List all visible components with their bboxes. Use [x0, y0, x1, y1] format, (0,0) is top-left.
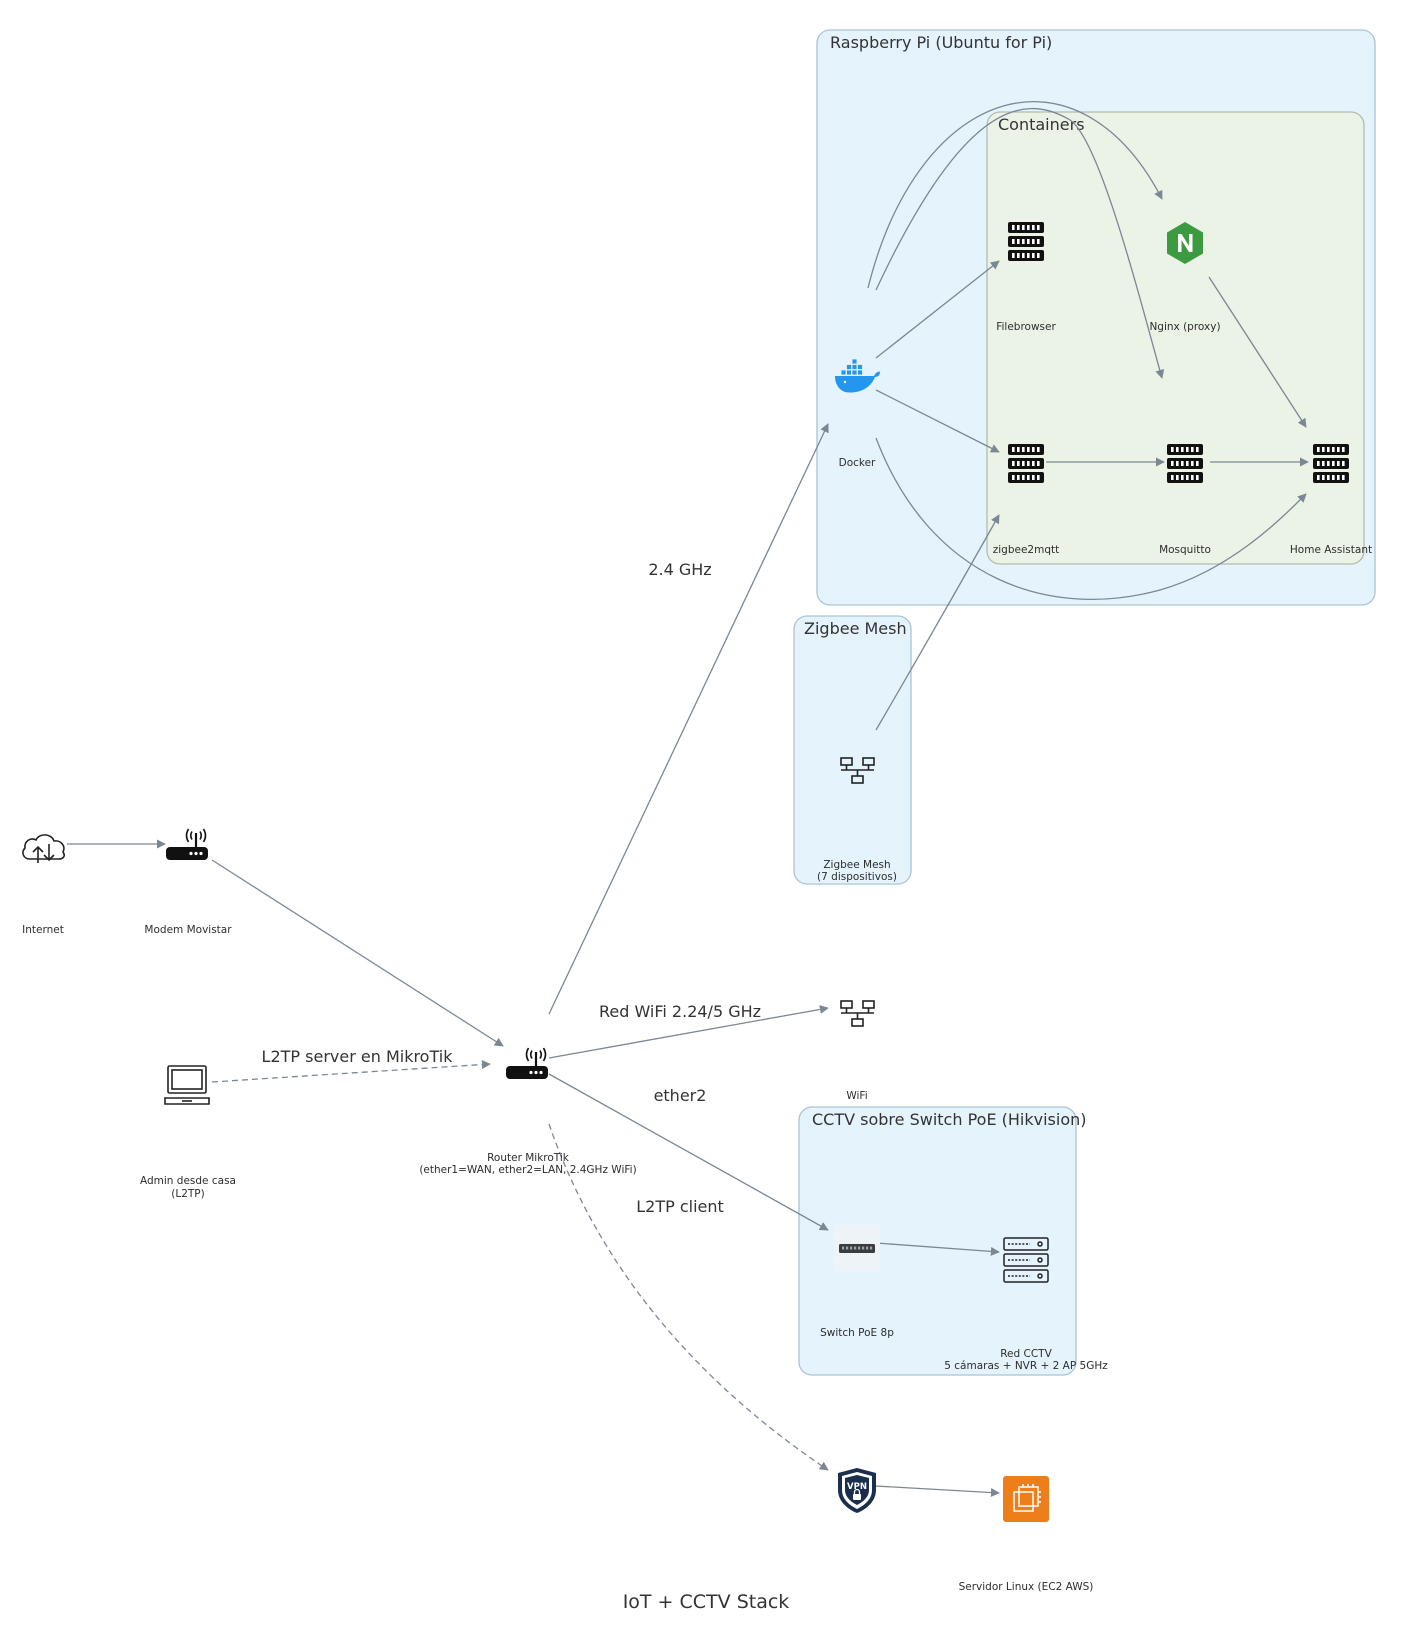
node-mosquitto[interactable]: Mosquitto [1159, 444, 1211, 556]
node-filebrowser[interactable]: Filebrowser [996, 222, 1056, 333]
server-icon [1167, 444, 1203, 483]
cloud-icon [22, 834, 66, 863]
node-homeassistant-label: Home Assistant [1290, 544, 1372, 556]
node-router[interactable]: Router MikroTik (ether1=WAN, ether2=LAN,… [419, 1046, 637, 1176]
edge-vpn-ec2 [875, 1485, 1000, 1498]
edge-modem-router [211, 859, 504, 1047]
edge-docker-homeassistant [875, 437, 1307, 600]
node-redcctv-label-2: 5 cámaras + NVR + 2 AP 5GHz [944, 1360, 1108, 1372]
cluster-containers-title: Containers [998, 115, 1085, 134]
node-zigbeemesh-label-1: Zigbee Mesh [823, 859, 890, 871]
node-wifi-label: WiFi [846, 1090, 867, 1102]
cluster-containers: Containers [986, 111, 1365, 565]
cluster-zigbee: Zigbee Mesh [793, 615, 912, 885]
wireless-router-icon [504, 1046, 550, 1081]
node-modem[interactable]: Modem Movistar [144, 827, 232, 936]
cluster-raspberry-title: Raspberry Pi (Ubuntu for Pi) [830, 33, 1052, 52]
node-mosquitto-label: Mosquitto [1159, 544, 1211, 556]
cluster-cctv-title: CCTV sobre Switch PoE (Hikvision) [812, 1110, 1086, 1129]
node-wifi[interactable]: WiFi [840, 1000, 875, 1102]
rack-icon [1003, 1237, 1049, 1283]
network-icon [840, 1000, 875, 1027]
node-docker-label: Docker [839, 457, 876, 469]
edge-label-router-docker: 2.4 GHz [648, 560, 711, 579]
node-zigbeemesh[interactable]: Zigbee Mesh (7 dispositivos) [817, 757, 897, 883]
docker-icon [835, 358, 880, 393]
node-zigbee2mqtt-label: zigbee2mqtt [993, 544, 1060, 556]
vpn-badge: VPN [847, 1482, 867, 1492]
node-filebrowser-label: Filebrowser [996, 321, 1056, 333]
edge-switch-redcctv [875, 1242, 1000, 1256]
node-nginx[interactable]: Nginx (proxy) [1149, 222, 1221, 333]
edge-docker-zigbee2mqtt [875, 389, 1000, 453]
aws-ec2-icon [1003, 1476, 1049, 1522]
edge-router-vpn [548, 1123, 829, 1471]
node-switch-label: Switch PoE 8p [820, 1327, 894, 1339]
edge-label-admin-router: L2TP server en MikroTik [262, 1047, 454, 1066]
node-zigbeemesh-label-2: (7 dispositivos) [817, 871, 897, 883]
node-admin-label-1: Admin desde casa [140, 1175, 236, 1187]
node-zigbee2mqtt[interactable]: zigbee2mqtt [993, 444, 1060, 556]
edge-docker-mosquitto [875, 107, 1165, 379]
edge-label-router-vpn: L2TP client [636, 1197, 724, 1216]
node-internet[interactable]: Internet [22, 834, 66, 936]
laptop-icon [164, 1065, 210, 1105]
edge-zigbeemesh-zigbee2mqtt [875, 514, 1000, 731]
switch-icon [834, 1225, 880, 1271]
server-icon [1313, 444, 1349, 483]
edge-label-router-switch: ether2 [654, 1086, 707, 1105]
node-admin-label-2: (L2TP) [171, 1188, 204, 1200]
edges [67, 101, 1309, 1498]
node-nginx-label: Nginx (proxy) [1149, 321, 1220, 333]
node-switch[interactable]: Switch PoE 8p [820, 1225, 894, 1339]
server-icon [1008, 444, 1044, 483]
cluster-cctv: CCTV sobre Switch PoE (Hikvision) [798, 1106, 1086, 1376]
diagram-title: IoT + CCTV Stack [623, 1591, 790, 1613]
node-docker[interactable]: Docker [835, 358, 880, 469]
node-admin[interactable]: Admin desde casa (L2TP) [140, 1065, 236, 1200]
node-homeassistant[interactable]: Home Assistant [1290, 444, 1372, 556]
node-internet-label: Internet [22, 924, 64, 936]
edge-label-router-wifi: Red WiFi 2.24/5 GHz [599, 1002, 761, 1021]
edge-router-wifi [548, 1004, 829, 1059]
node-vpn[interactable]: VPN [838, 1468, 876, 1513]
cluster-zigbee-title: Zigbee Mesh [804, 619, 907, 638]
node-modem-label: Modem Movistar [144, 924, 232, 936]
server-icon [1008, 222, 1044, 261]
node-router-label-1: Router MikroTik [487, 1152, 570, 1164]
node-router-label-2: (ether1=WAN, ether2=LAN, 2.4GHz WiFi) [419, 1164, 636, 1176]
node-redcctv-label-1: Red CCTV [1000, 1348, 1052, 1360]
node-redcctv[interactable]: Red CCTV 5 cámaras + NVR + 2 AP 5GHz [944, 1237, 1108, 1372]
node-ec2[interactable]: Servidor Linux (EC2 AWS) [959, 1476, 1094, 1593]
edge-nginx-homeassistant [1208, 276, 1307, 428]
edge-docker-filebrowser [875, 260, 1000, 359]
nginx-icon [1167, 222, 1203, 264]
edge-docker-nginx [867, 101, 1163, 289]
edge-admin-router [211, 1060, 491, 1083]
vpn-shield-icon: VPN [838, 1468, 876, 1513]
edge-router-switch [548, 1073, 829, 1231]
wireless-router-icon [164, 827, 210, 862]
edge-router-docker [548, 423, 829, 1015]
node-ec2-label: Servidor Linux (EC2 AWS) [959, 1581, 1094, 1593]
